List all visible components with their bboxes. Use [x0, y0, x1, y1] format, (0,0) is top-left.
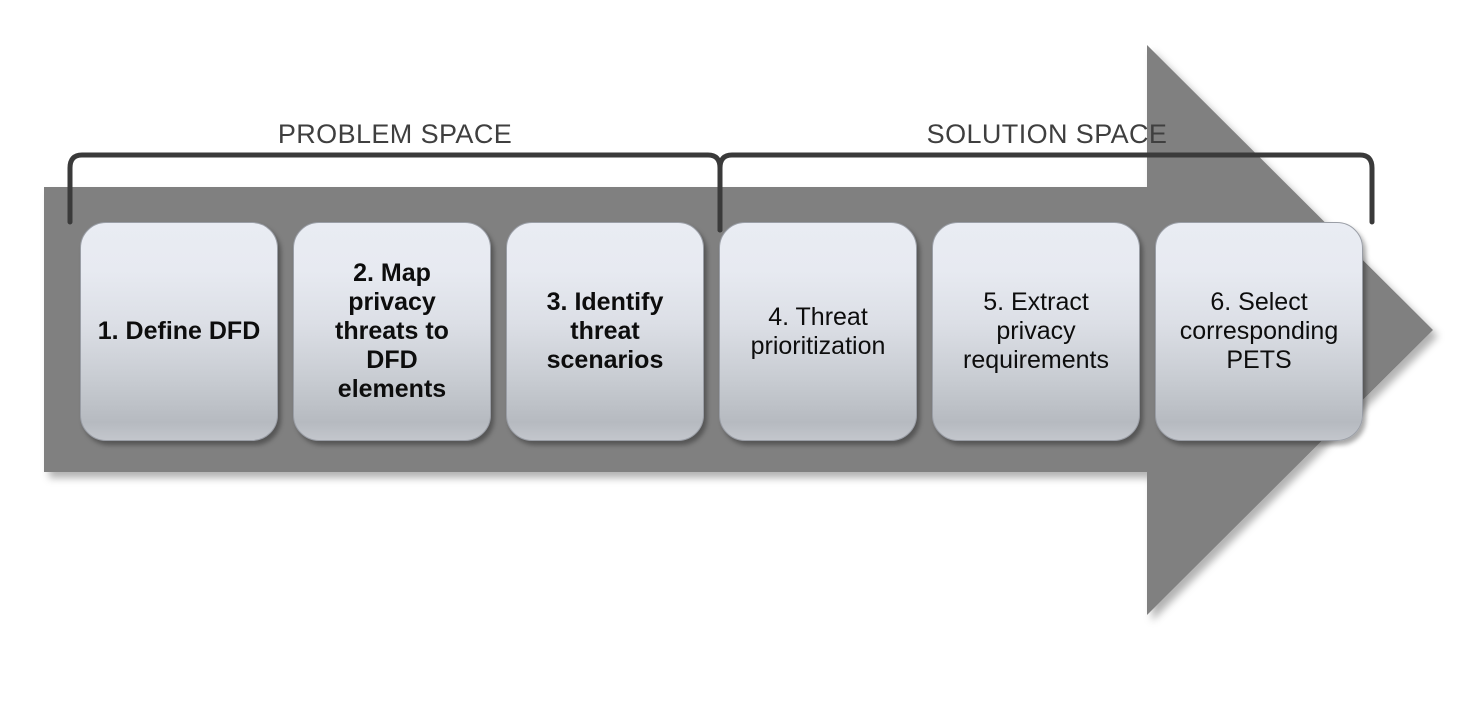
step-label-4: 4. Threat prioritization	[750, 302, 886, 360]
step-label-1: 1. Define DFD	[97, 317, 261, 345]
span-label-problem-space: PROBLEM SPACE	[277, 119, 513, 149]
step-box-1[interactable]: 1. Define DFD	[80, 222, 278, 441]
span-label-solution-space: SOLUTION SPACE	[926, 119, 1168, 149]
step-label-2: 2. Map privacy threats to DFD elements	[335, 259, 449, 403]
step-box-5[interactable]: 5. Extract privacy requirements	[932, 222, 1140, 441]
step-box-3[interactable]: 3. Identify threat scenarios	[506, 222, 704, 441]
step-label-6: 6. Select corresponding PETS	[1179, 288, 1339, 374]
step-label-3: 3. Identify threat scenarios	[546, 288, 664, 374]
step-label-5: 5. Extract privacy requirements	[963, 288, 1109, 374]
step-box-4[interactable]: 4. Threat prioritization	[719, 222, 917, 441]
step-box-2[interactable]: 2. Map privacy threats to DFD elements	[293, 222, 491, 441]
step-box-6[interactable]: 6. Select corresponding PETS	[1155, 222, 1363, 441]
